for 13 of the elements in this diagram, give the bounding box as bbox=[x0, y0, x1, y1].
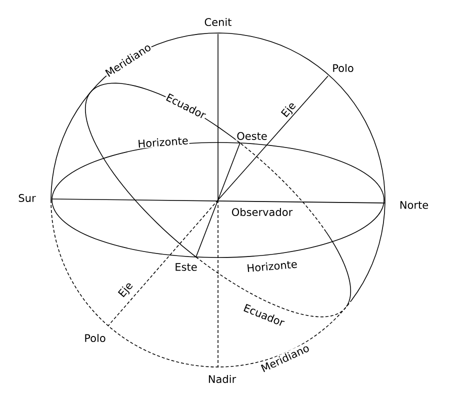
sphere-label: Eje bbox=[116, 279, 136, 301]
sphere-label: Sur bbox=[17, 193, 37, 203]
sphere-label: Cenit bbox=[203, 17, 233, 27]
sphere-label: Horizonte bbox=[136, 135, 190, 149]
sphere-label: Norte bbox=[398, 200, 430, 210]
sphere-label: Nadir bbox=[207, 374, 237, 384]
sphere-label: Eje bbox=[278, 99, 300, 121]
sphere-label: Oeste bbox=[236, 131, 268, 141]
sphere-label: Polo bbox=[331, 63, 355, 73]
sphere-label: Horizonte bbox=[246, 258, 298, 274]
sphere-label: Polo bbox=[83, 333, 107, 343]
sphere-label: Este bbox=[174, 262, 198, 272]
sphere-label: Observador bbox=[230, 207, 294, 217]
